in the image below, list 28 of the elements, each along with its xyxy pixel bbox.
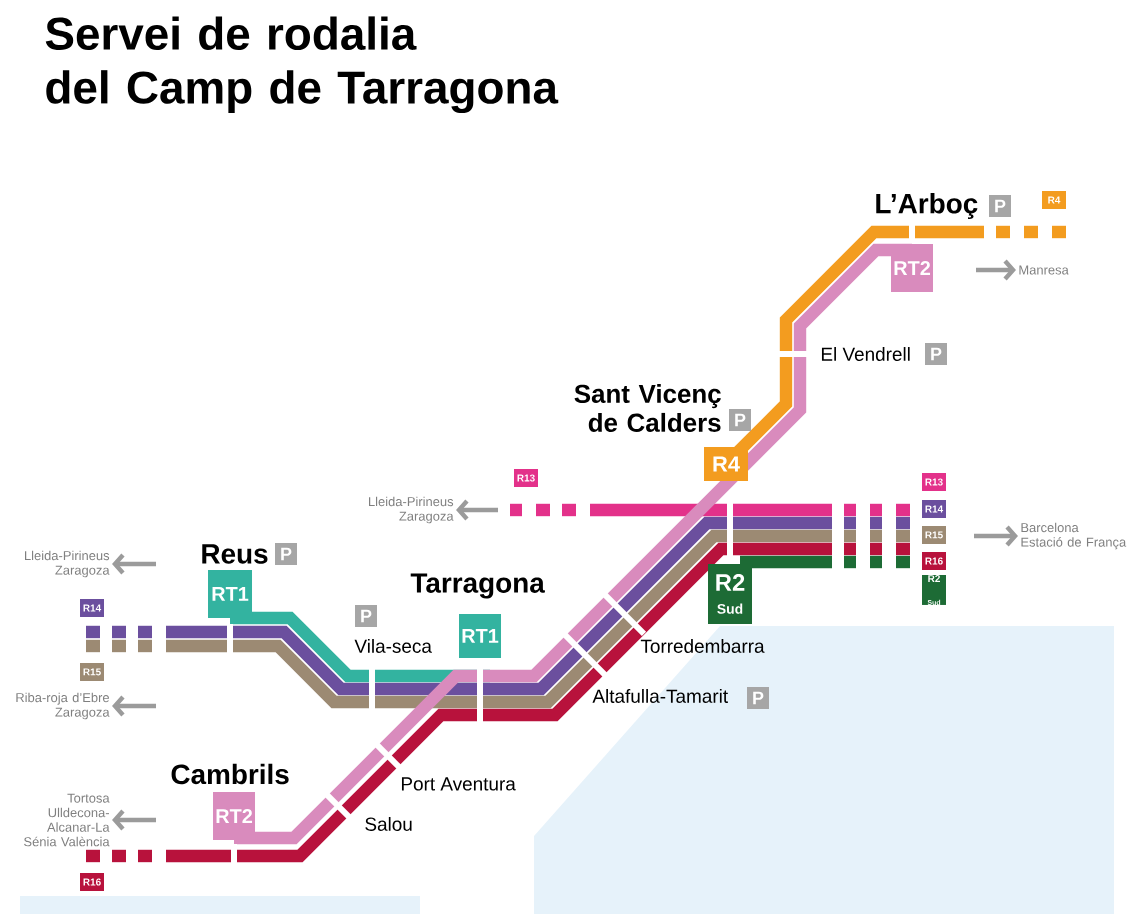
station-label: Port Aventura	[401, 777, 516, 791]
station-label: El Vendrell	[821, 347, 910, 361]
line-badge: R4	[704, 447, 748, 481]
station-label: Sant Vicenç de Calders	[574, 384, 721, 432]
station-label: Torredembarra	[640, 639, 765, 653]
arrow	[456, 499, 498, 521]
parking-sign: P	[989, 195, 1011, 217]
line-badge: RT2	[213, 792, 255, 840]
station-label: Tarragona	[410, 573, 545, 599]
parking-sign: P	[729, 409, 751, 431]
arrow	[112, 553, 156, 575]
parking-sign: P	[747, 687, 769, 709]
line-badge: RT1	[459, 614, 501, 658]
station-label: Altafulla-Tamarit	[592, 689, 728, 703]
station-label: Salou	[365, 817, 412, 831]
line-badge: RT1	[208, 570, 252, 618]
station-label: L’Arboç	[876, 193, 978, 219]
title: Servei de rodalia del Camp de Tarragona	[45, 16, 559, 114]
line-badge: RT2	[891, 244, 933, 292]
station-label: Vila-seca	[354, 639, 432, 653]
arrow	[112, 695, 156, 717]
arrow	[976, 259, 1016, 281]
station-label: Reus	[202, 544, 268, 564]
arrow	[112, 809, 156, 831]
parking-sign: P	[355, 605, 377, 627]
parking-sign: P	[275, 543, 297, 565]
arrow	[974, 525, 1018, 547]
parking-sign: P	[925, 343, 947, 365]
